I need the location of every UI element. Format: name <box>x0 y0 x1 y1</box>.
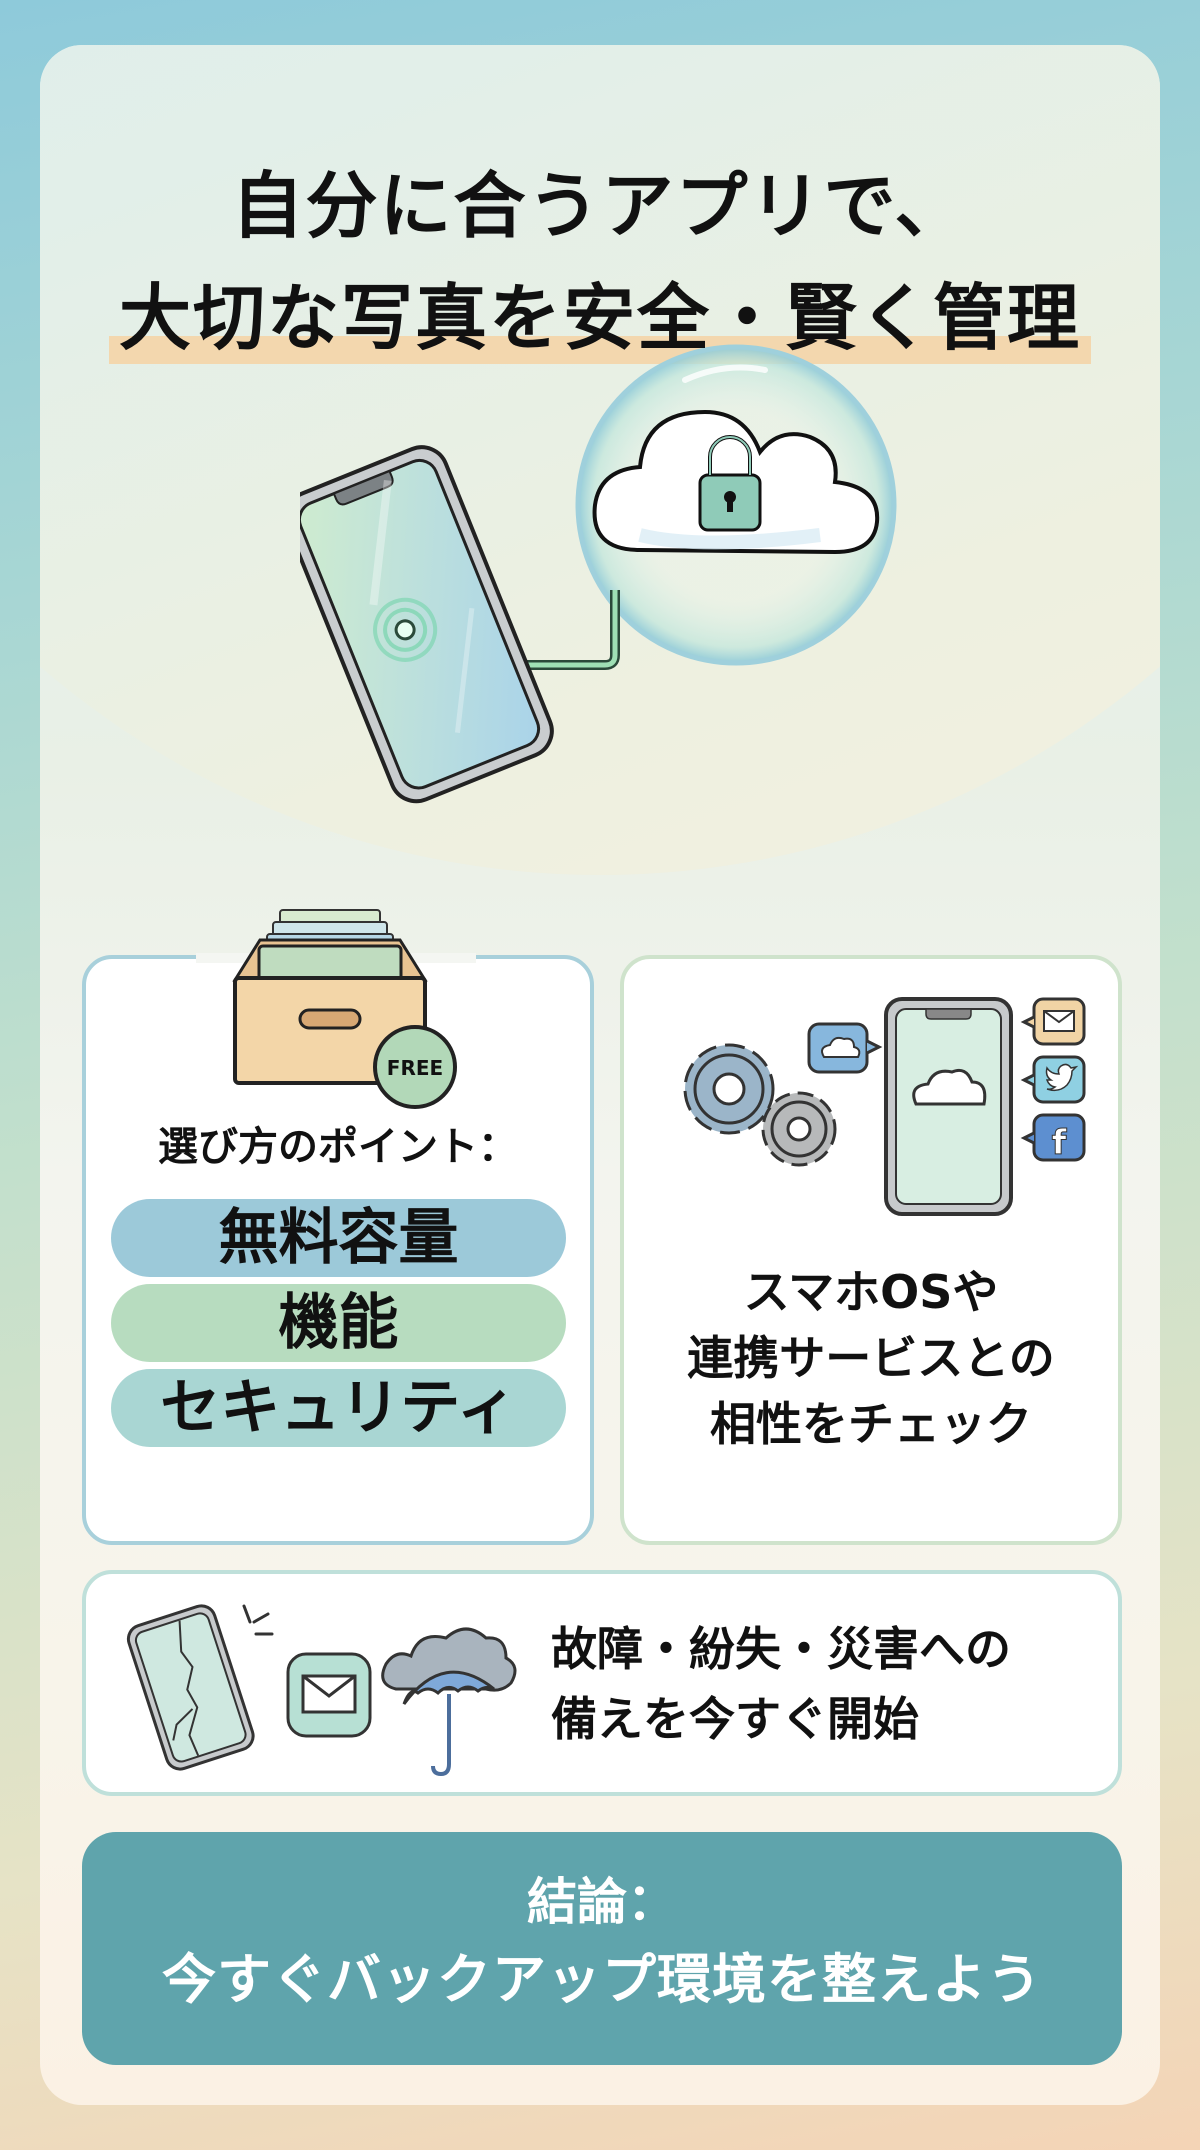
conclusion-text: 今すぐバックアップ環境を整えよう <box>162 1948 1042 2011</box>
title-line-2: 大切な写真を安全・賢く管理 <box>118 276 1081 360</box>
compatibility-text: スマホOSや 連携サービスとの 相性をチェック <box>687 1265 1055 1451</box>
compatibility-panel: f スマホOSや 連携サービスとの 相性をチェック <box>620 955 1122 1545</box>
title-line-1: 自分に合うアプリで、 <box>231 164 969 248</box>
twitter-bubble-icon <box>1020 1055 1086 1104</box>
storage-box-icon: FREE <box>232 909 457 1109</box>
point-features: 機能 <box>111 1284 566 1362</box>
gear-icon <box>761 1091 837 1167</box>
point-security: セキュリティ <box>111 1369 566 1447</box>
gear-icon <box>683 1043 775 1135</box>
free-badge: FREE <box>373 1025 457 1109</box>
cloud-bubble-icon <box>807 1022 883 1074</box>
hero-illustration <box>300 344 897 804</box>
mail-bubble-icon <box>1020 997 1086 1046</box>
smartphone-icon <box>884 997 1013 1216</box>
smartphone-icon <box>300 445 554 804</box>
facebook-bubble-icon: f <box>1020 1113 1086 1164</box>
prepare-text: 故障・紛失・災害への 備えを今すぐ開始 <box>551 1622 1011 1746</box>
title-highlight <box>108 336 1091 364</box>
page-title: 自分に合うアプリで、 大切な写真を安全・賢く管理 <box>40 150 1160 374</box>
risk-illustration <box>126 1604 517 1777</box>
infographic-card: 自分に合うアプリで、 大切な写真を安全・賢く管理 <box>40 45 1160 2105</box>
prepare-panel: 故障・紛失・災害への 備えを今すぐ開始 <box>82 1570 1122 1796</box>
conclusion-label: 結論： <box>527 1873 677 1931</box>
point-free-storage: 無料容量 <box>111 1199 566 1277</box>
os-services-illustration: f <box>683 997 1086 1216</box>
connection-line <box>405 590 620 670</box>
conclusion-banner: 結論： 今すぐバックアップ環境を整えよう <box>82 1832 1122 2065</box>
cloud-lock-icon <box>592 409 880 555</box>
mail-icon <box>286 1652 372 1738</box>
storm-umbrella-icon <box>381 1627 517 1777</box>
svg-text:f: f <box>1052 1123 1068 1163</box>
svg-text:FREE: FREE <box>387 1056 443 1080</box>
points-label: 選び方のポイント： <box>158 1124 518 1170</box>
cracked-phone-icon <box>126 1604 255 1771</box>
